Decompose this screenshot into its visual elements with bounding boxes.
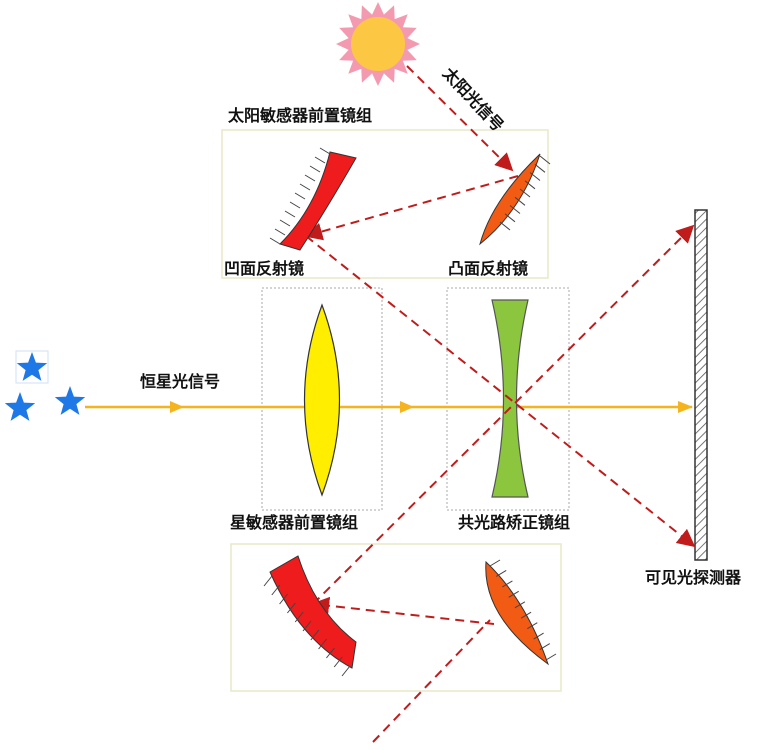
convex-mirror-label: 凸面反射镜: [448, 259, 528, 278]
mirror-hatch: [289, 201, 301, 209]
convex-mirror-top: [479, 153, 551, 246]
mirror-hatch: [333, 656, 343, 668]
mirror-hatch: [318, 638, 327, 650]
star-icon: [54, 386, 86, 415]
convex-mirror-bottom: [485, 559, 557, 666]
sun-icon: [336, 2, 420, 86]
mirror-hatch: [279, 593, 288, 605]
mirror-hatch: [294, 611, 304, 623]
bottom-group-box: [230, 543, 562, 692]
star-icon: [4, 392, 36, 421]
mirror-hatch: [524, 180, 536, 190]
mirror-hatch: [533, 632, 544, 640]
mirror-hatch: [302, 620, 312, 632]
stars-icon: [4, 350, 86, 421]
mirror-hatch: [304, 174, 316, 182]
detector-label: 可见光探测器: [645, 568, 742, 587]
mirror-hatch: [539, 643, 551, 651]
mirror-hatch: [504, 213, 516, 223]
detector-plate: [694, 209, 708, 561]
mirror-hatch: [274, 228, 286, 236]
mirror-hatch: [341, 665, 351, 677]
concave-mirror-label: 凹面反射镜: [224, 259, 304, 278]
mirror-hatch: [545, 653, 557, 661]
mirror-hatch: [279, 219, 291, 227]
mirror-hatch: [263, 575, 273, 587]
sun-signal-label: 太阳光信号: [438, 63, 507, 135]
mirror-hatch: [508, 590, 519, 598]
star-group-label: 星敏感器前置镜组: [230, 513, 358, 532]
sun-group-label: 太阳敏感器前置镜组: [227, 106, 372, 125]
mirror-hatch: [514, 601, 526, 609]
mirror-hatch: [299, 183, 311, 191]
mirror-hatch: [489, 559, 501, 567]
convex-lens: [303, 303, 341, 497]
mirror-hatch: [534, 163, 546, 173]
correction-group-box: [446, 287, 570, 511]
sun-beam: [304, 65, 696, 743]
mirror-hatch: [271, 584, 281, 596]
mirror-hatch: [326, 647, 335, 659]
mirror-hatch: [310, 629, 320, 641]
mirror-hatch: [499, 221, 511, 231]
mirror-hatch: [314, 156, 326, 164]
sun-group-box: [221, 129, 549, 279]
concave-mirror-top: [269, 147, 357, 251]
mirror-hatch: [520, 611, 532, 619]
concave-mirror-bottom: [263, 555, 357, 677]
mirror-hatch: [527, 622, 538, 630]
correction-group-label: 共光路矫正镜组: [458, 513, 570, 532]
mirror-hatch: [309, 165, 321, 173]
star-beam: [85, 401, 693, 413]
mirror-hatch: [319, 147, 331, 155]
mirror-hatch: [529, 172, 541, 181]
mirror-hatch: [287, 602, 296, 614]
mirror-hatch: [284, 210, 296, 218]
mirror-hatch: [509, 205, 521, 214]
mirror-hatch: [269, 237, 281, 245]
mirror-hatch: [495, 569, 507, 577]
mirror-hatch: [539, 155, 551, 165]
star-signal-label: 恒星光信号: [140, 372, 220, 391]
mirror-hatch: [514, 196, 526, 206]
star-icon: [16, 352, 48, 381]
star-group-box: [261, 287, 383, 511]
mirror-hatch: [294, 192, 306, 200]
mirror-hatch: [519, 188, 531, 198]
mirror-hatch: [502, 580, 513, 588]
